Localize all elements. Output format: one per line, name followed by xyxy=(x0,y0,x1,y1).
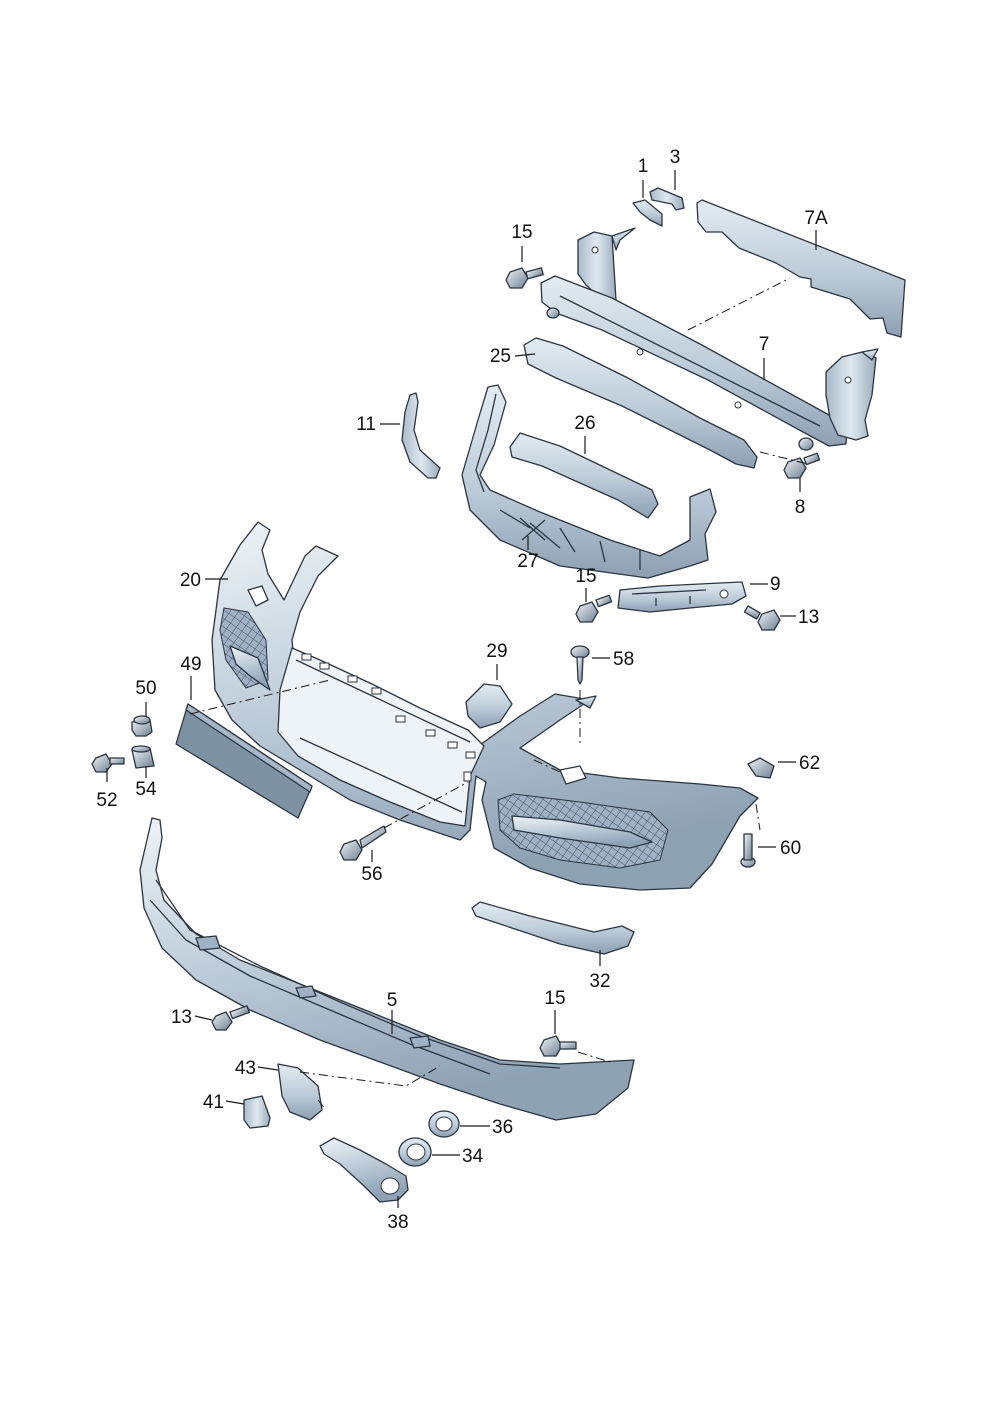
callout-56: 56 xyxy=(361,864,382,885)
part-60-screw xyxy=(740,833,756,868)
callout-1: 1 xyxy=(638,156,649,177)
part-41-cap xyxy=(243,1095,271,1129)
part-9-side-bracket xyxy=(617,581,747,613)
part-13-bolt-upper xyxy=(743,605,781,631)
callout-62: 62 xyxy=(799,753,820,774)
part-20-bumper-cover xyxy=(211,521,759,891)
part-3-bracket xyxy=(649,187,685,211)
callout-7: 7 xyxy=(759,334,770,355)
callout-11: 11 xyxy=(356,414,376,435)
callout-13-upper: 13 xyxy=(798,607,819,628)
callout-26: 26 xyxy=(574,413,595,434)
callout-27: 27 xyxy=(517,551,538,572)
assembly-lines xyxy=(189,277,809,1111)
part-54-spacer-nut xyxy=(131,745,155,769)
part-25-spoiler-strip xyxy=(523,337,758,469)
callout-36: 36 xyxy=(492,1117,513,1138)
part-26-absorber-strip xyxy=(509,432,659,519)
callout-13-lower: 13 xyxy=(171,1007,192,1028)
part-7a-foam-strip xyxy=(696,199,906,338)
callout-15-middle: 15 xyxy=(575,566,596,587)
part-56-screw xyxy=(339,825,387,861)
part-8-bolt xyxy=(783,452,821,479)
callout-29: 29 xyxy=(486,641,507,662)
part-11-side-guide xyxy=(401,392,441,479)
part-15-bolt-middle xyxy=(575,594,613,623)
callout-labels: 1 3 5 7 7A 8 9 11 13 13 15 15 15 20 25 2… xyxy=(96,147,828,1233)
leader-lines xyxy=(106,170,817,1208)
callout-34: 34 xyxy=(462,1146,484,1167)
part-15-bolt-lower xyxy=(539,1035,577,1057)
part-36-ring xyxy=(428,1110,460,1138)
part-52-bolt xyxy=(91,753,125,773)
callout-52: 52 xyxy=(96,790,117,811)
callout-8: 8 xyxy=(795,497,806,518)
part-34-ring xyxy=(398,1137,432,1167)
callout-5: 5 xyxy=(387,990,398,1011)
callout-20: 20 xyxy=(180,570,201,591)
part-50-expansion-rivet xyxy=(131,715,153,737)
callout-58: 58 xyxy=(613,649,634,670)
part-1-clip xyxy=(632,199,663,227)
callout-9: 9 xyxy=(770,574,781,595)
callout-50: 50 xyxy=(135,678,156,699)
callout-60: 60 xyxy=(780,838,801,859)
callout-3: 3 xyxy=(670,147,681,168)
bumper-slots xyxy=(301,653,476,782)
callout-41: 41 xyxy=(203,1092,224,1113)
part-5-lower-spoiler xyxy=(139,817,635,1121)
part-29-tow-hook-cap xyxy=(465,683,513,729)
callout-15-lower: 15 xyxy=(544,988,565,1009)
callout-38: 38 xyxy=(387,1212,408,1233)
callout-43: 43 xyxy=(235,1058,256,1079)
part-38-fog-lamp-grille xyxy=(319,1137,409,1203)
callout-25: 25 xyxy=(490,346,511,367)
callout-15-upper: 15 xyxy=(511,222,532,243)
part-43-bracket xyxy=(277,1063,323,1121)
part-27-energy-absorber xyxy=(461,384,717,579)
part-62-clip-nut xyxy=(747,757,775,779)
callout-54: 54 xyxy=(135,779,157,800)
part-7-carrier-beam xyxy=(540,227,879,451)
callout-49: 49 xyxy=(180,654,201,675)
callout-7a: 7A xyxy=(804,208,828,229)
part-13-bolt-lower xyxy=(211,1005,250,1031)
part-15-bolt-upper xyxy=(505,267,544,289)
callout-32: 32 xyxy=(589,971,610,992)
part-58-screw xyxy=(570,645,590,685)
part-32-trim-strip xyxy=(471,901,635,955)
